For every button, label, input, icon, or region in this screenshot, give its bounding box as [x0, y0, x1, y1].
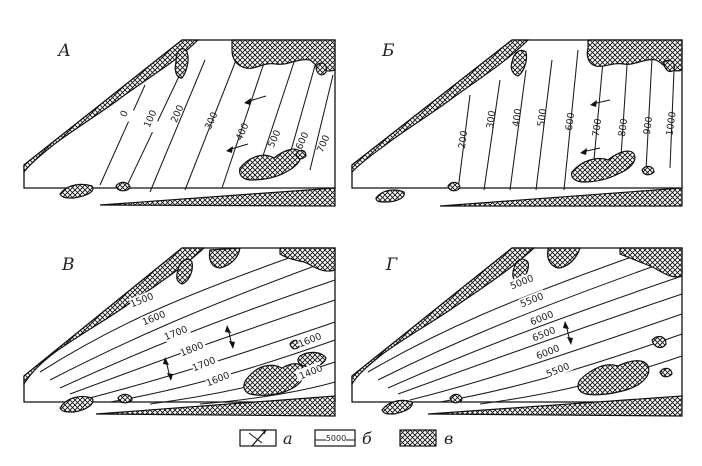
isoline-label: 1600 [141, 309, 168, 328]
legend-box-cross [239, 429, 277, 447]
legend: а 5000 б в [239, 429, 453, 448]
legend-item-b: 5000 б [314, 429, 372, 448]
panel-g: 5000 5500 6000 6500 6000 5500 Г [351, 247, 683, 417]
isoline-label: 1700 [163, 324, 190, 343]
panel-a-arrows [226, 95, 267, 153]
panel-b-arrows [580, 99, 611, 155]
panel-b-letter: Б [381, 41, 395, 61]
isoline-label: 500 [266, 128, 283, 149]
panel-a: 0 100 200 300 400 500 600 700 А [23, 39, 336, 207]
panel-b-isoline-labels: 200 300 400 500 600 700 800 900 1000 [457, 108, 679, 149]
legend-letter-a: а [283, 429, 293, 448]
isoline-label: 0 [118, 109, 131, 119]
isoline-label: 5500 [519, 291, 546, 310]
isoline-label: 5500 [545, 361, 572, 380]
isoline-label: 500 [536, 108, 549, 127]
isoline-label: 800 [617, 118, 630, 137]
panel-a-hatch-zones [23, 39, 336, 207]
panel-v-arrows [163, 325, 235, 381]
isoline-label: 200 [457, 130, 470, 149]
legend-item-a: а [239, 429, 293, 448]
isoline-label: 600 [564, 112, 577, 131]
legend-sample-value: 5000 [326, 434, 346, 443]
legend-item-v: в [399, 429, 453, 448]
isoline-label: 1000 [664, 111, 678, 136]
isoline-label: 400 [234, 121, 251, 142]
isoline-label: 1700 [191, 355, 218, 374]
panel-b-hatch-zones [351, 39, 683, 207]
isoline-label: 300 [485, 110, 498, 129]
legend-letter-b: б [362, 429, 372, 448]
panel-g-hatch-zones [351, 247, 683, 417]
panel-a-isoline-labels: 0 100 200 300 400 500 600 700 [111, 103, 332, 155]
panel-v-hatch-zones [23, 247, 336, 417]
panel-b: 200 300 400 500 600 700 800 900 1000 Б [351, 39, 683, 207]
legend-letter-v: в [444, 429, 453, 448]
panel-g-isolines [367, 253, 683, 405]
isoline-label: 300 [203, 110, 220, 131]
isoline-label: 400 [511, 108, 524, 127]
isoline-label: 1600 [205, 370, 232, 389]
legend-box-crosshatch [399, 429, 437, 447]
isoline-label: 700 [591, 118, 604, 137]
isoline-label: 1800 [179, 340, 206, 359]
panel-v: 1500 1600 1700 1800 1700 1600 1600 1400 … [23, 247, 336, 417]
panel-v-letter: В [61, 255, 75, 275]
panel-g-letter: Г [385, 255, 398, 275]
panel-g-arrows [563, 321, 573, 345]
isoline-label: 200 [169, 103, 186, 124]
isoline-label: 600 [294, 130, 311, 151]
isoline-label: 900 [642, 116, 655, 135]
panel-a-letter: А [57, 41, 71, 61]
